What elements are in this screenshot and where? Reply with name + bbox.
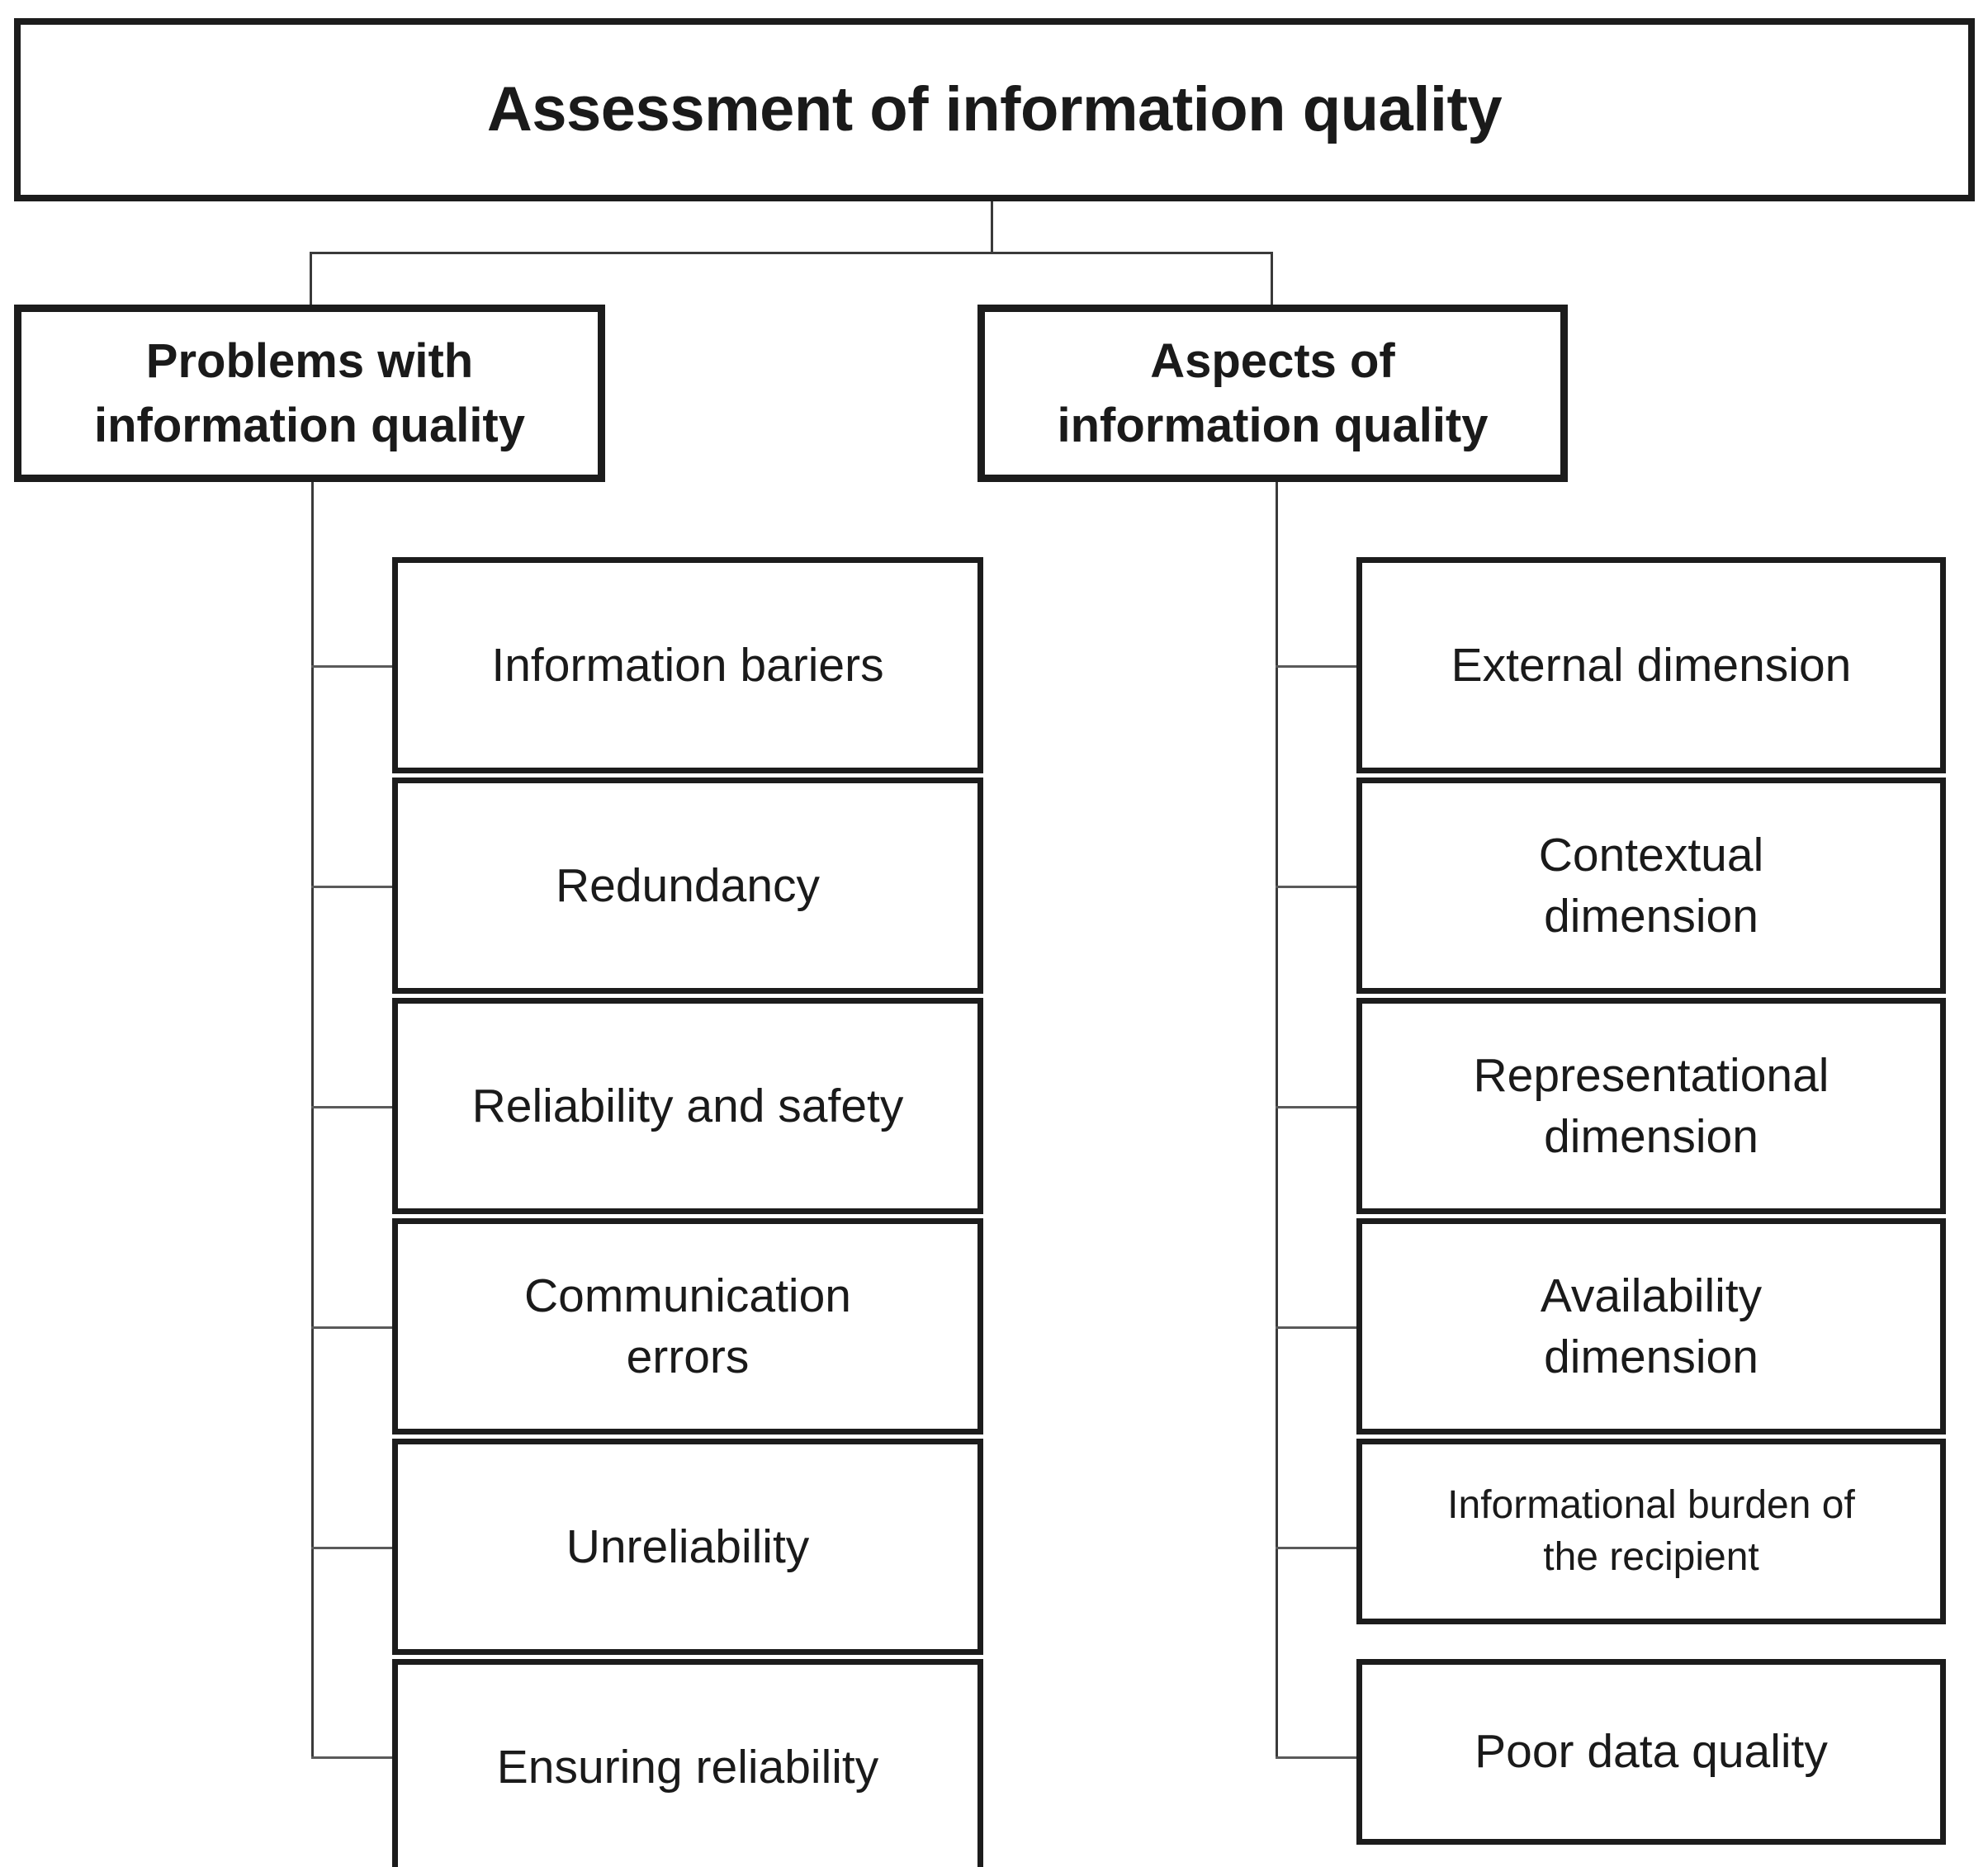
connector-problems-stub-2 [311, 886, 392, 888]
node-poor-data-quality[interactable]: Poor data quality [1356, 1659, 1946, 1845]
node-informational-burden-label: Informational burden of the recipient [1447, 1483, 1855, 1579]
node-redundancy-label: Redundancy [555, 858, 821, 912]
connector-problems-stub-5 [311, 1547, 392, 1549]
node-root-assessment[interactable]: Assessment of information quality [14, 18, 1975, 201]
node-ensuring-reliability[interactable]: Ensuring reliability [392, 1659, 983, 1867]
connector-root-to-aspects [1271, 252, 1273, 306]
node-root-label: Assessment of information quality [486, 74, 1503, 145]
node-information-bariers[interactable]: Information bariers [392, 557, 983, 773]
connector-root-bus [310, 252, 1273, 254]
node-informational-burden-of-the-recipient[interactable]: Informational burden of the recipient [1356, 1439, 1946, 1624]
node-information-bariers-label: Information bariers [491, 638, 884, 692]
node-ensuring-reliability-label: Ensuring reliability [496, 1740, 879, 1794]
node-communication-errors[interactable]: Communication errors [392, 1218, 983, 1435]
node-reliability-and-safety[interactable]: Reliability and safety [392, 998, 983, 1214]
connector-root-to-problems [310, 252, 312, 306]
node-reliability-and-safety-label: Reliability and safety [471, 1079, 904, 1132]
node-unreliability-label: Unreliability [566, 1520, 810, 1573]
node-representational-dimension-label: Representational dimension [1473, 1048, 1829, 1163]
node-availability-dimension[interactable]: Availability dimension [1356, 1218, 1946, 1435]
node-problems-label: Problems with information quality [94, 333, 525, 452]
node-availability-dimension-label: Availability dimension [1540, 1269, 1763, 1383]
node-aspects-label: Aspects of information quality [1057, 333, 1489, 452]
connector-aspects-stub-5 [1276, 1547, 1356, 1549]
node-unreliability[interactable]: Unreliability [392, 1439, 983, 1655]
connector-root-stem [991, 201, 993, 253]
node-external-dimension[interactable]: External dimension [1356, 557, 1946, 773]
node-poor-data-quality-label: Poor data quality [1474, 1725, 1828, 1779]
connector-aspects-trunk [1276, 482, 1278, 1758]
node-representational-dimension[interactable]: Representational dimension [1356, 998, 1946, 1214]
connector-problems-stub-6 [311, 1756, 392, 1759]
node-communication-errors-label: Communication errors [524, 1269, 851, 1383]
connector-problems-trunk [311, 482, 314, 1758]
connector-problems-stub-3 [311, 1106, 392, 1108]
node-contextual-dimension-label: Contextual dimension [1538, 828, 1764, 943]
node-problems-with-information-quality[interactable]: Problems with information quality [14, 305, 605, 482]
node-contextual-dimension[interactable]: Contextual dimension [1356, 778, 1946, 994]
connector-aspects-stub-2 [1276, 886, 1356, 888]
connector-problems-stub-4 [311, 1326, 392, 1329]
connector-aspects-stub-1 [1276, 665, 1356, 668]
node-external-dimension-label: External dimension [1451, 638, 1852, 692]
node-redundancy[interactable]: Redundancy [392, 778, 983, 994]
node-aspects-of-information-quality[interactable]: Aspects of information quality [977, 305, 1568, 482]
connector-aspects-stub-3 [1276, 1106, 1356, 1108]
connector-aspects-stub-4 [1276, 1326, 1356, 1329]
connector-problems-stub-1 [311, 665, 392, 668]
connector-aspects-stub-6 [1276, 1756, 1356, 1759]
